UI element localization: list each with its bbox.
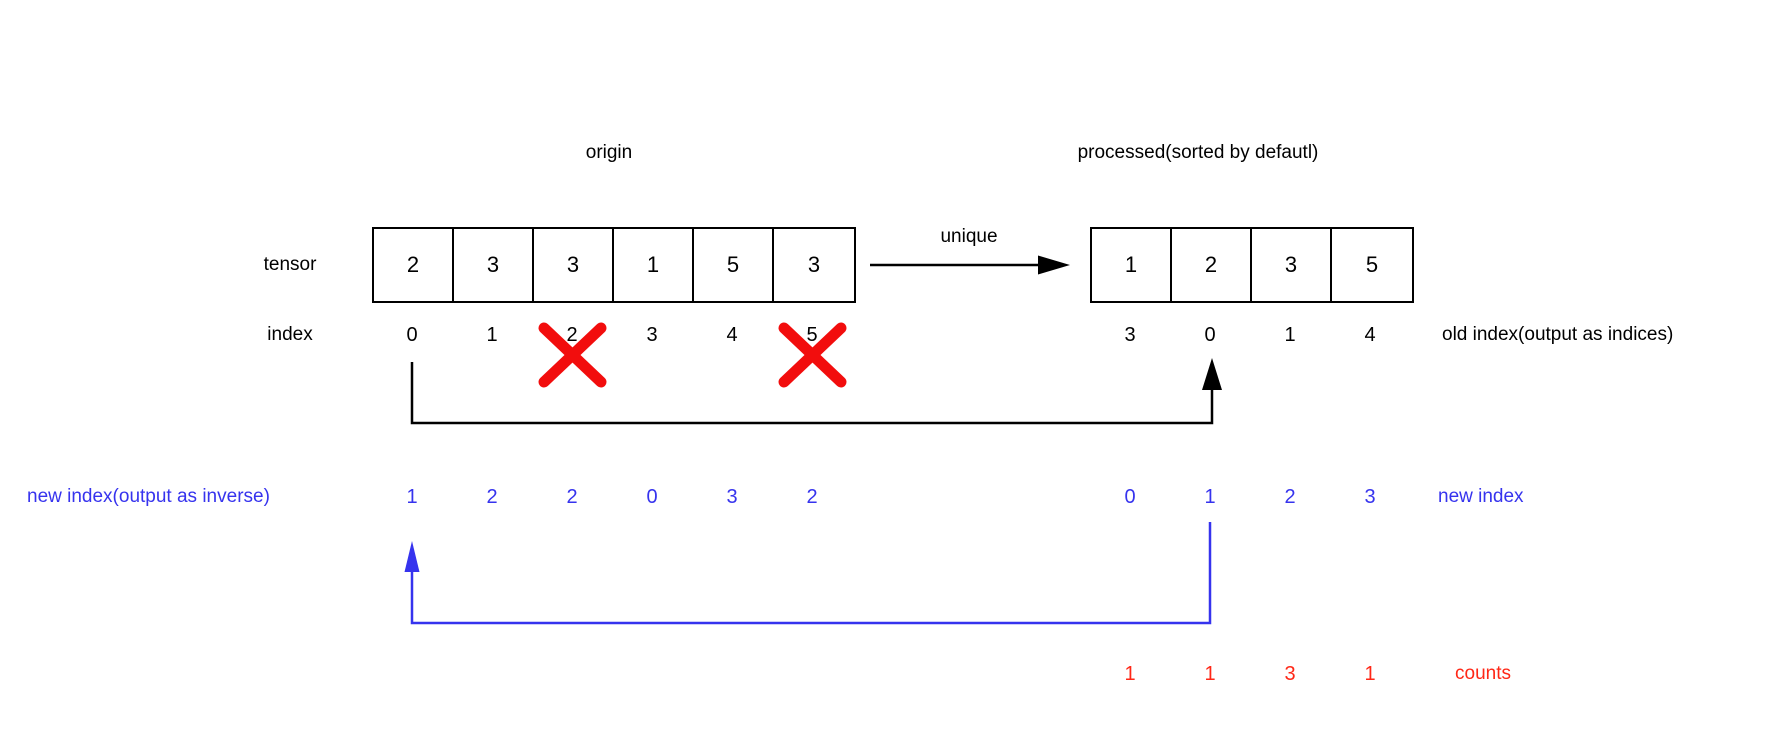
index-row-label: index (267, 324, 313, 345)
new-index-row-left: 1 2 2 0 3 2 (372, 484, 852, 510)
origin-title: origin (585, 142, 633, 163)
unique-arrow-label: unique (940, 226, 998, 247)
old-index-value: 4 (1364, 324, 1376, 346)
count-value: 1 (1364, 663, 1376, 685)
processed-unique-array: 1 2 3 5 (1090, 227, 1414, 303)
tensor-cell: 3 (534, 229, 614, 301)
new-index-value: 2 (1284, 486, 1296, 508)
new-index-value: 1 (1204, 486, 1216, 508)
counts-row: 1 1 3 1 (1090, 661, 1410, 687)
new-index-inverse-label: new index(output as inverse) (27, 486, 270, 507)
old-index-value: 3 (1124, 324, 1136, 346)
new-index-value: 2 (806, 486, 818, 508)
unique-cell: 5 (1365, 252, 1379, 277)
index-value: 3 (646, 324, 658, 346)
new-index-value: 0 (646, 486, 658, 508)
index-value: 1 (486, 324, 498, 346)
unique-cell: 2 (1172, 229, 1252, 301)
inverse-mapping-arrow-icon (404, 522, 1212, 625)
old-index-row-label: old index(output as indices) (1442, 324, 1674, 345)
count-value: 3 (1284, 663, 1296, 685)
index-value-crossed: 5 (806, 324, 818, 346)
tensor-row-label: tensor (263, 254, 317, 275)
count-value: 1 (1124, 663, 1136, 685)
counts-row-label: counts (1455, 663, 1511, 684)
processed-title: processed(sorted by defautl) (1077, 142, 1319, 163)
tensor-cell: 2 (374, 229, 454, 301)
old-index-value: 1 (1284, 324, 1296, 346)
count-value: 1 (1204, 663, 1216, 685)
new-index-value: 2 (566, 486, 578, 508)
origin-index-row: 0 1 2 3 4 5 (372, 322, 852, 348)
tensor-cell: 5 (694, 229, 774, 301)
new-index-row-right: 0 1 2 3 (1090, 484, 1410, 510)
origin-tensor-array: 2 3 3 1 5 3 (372, 227, 856, 303)
tensor-cell: 3 (454, 229, 534, 301)
tensor-cell: 1 (614, 229, 694, 301)
unique-cell: 3 (1252, 229, 1332, 301)
old-index-row: 3 0 1 4 (1090, 322, 1410, 348)
new-index-value: 0 (1124, 486, 1136, 508)
new-index-row-label: new index (1438, 486, 1524, 507)
unique-arrow-icon (870, 255, 1070, 275)
new-index-value: 3 (726, 486, 738, 508)
index-value: 0 (406, 324, 418, 346)
new-index-value: 3 (1364, 486, 1376, 508)
index-value: 4 (726, 324, 738, 346)
tensor-cell: 3 (807, 252, 821, 277)
index-value-crossed: 2 (566, 324, 578, 346)
new-index-value: 2 (486, 486, 498, 508)
old-index-value: 0 (1204, 324, 1216, 346)
new-index-value: 1 (406, 486, 418, 508)
old-index-mapping-arrow-icon (410, 358, 1222, 425)
unique-cell: 1 (1092, 229, 1172, 301)
